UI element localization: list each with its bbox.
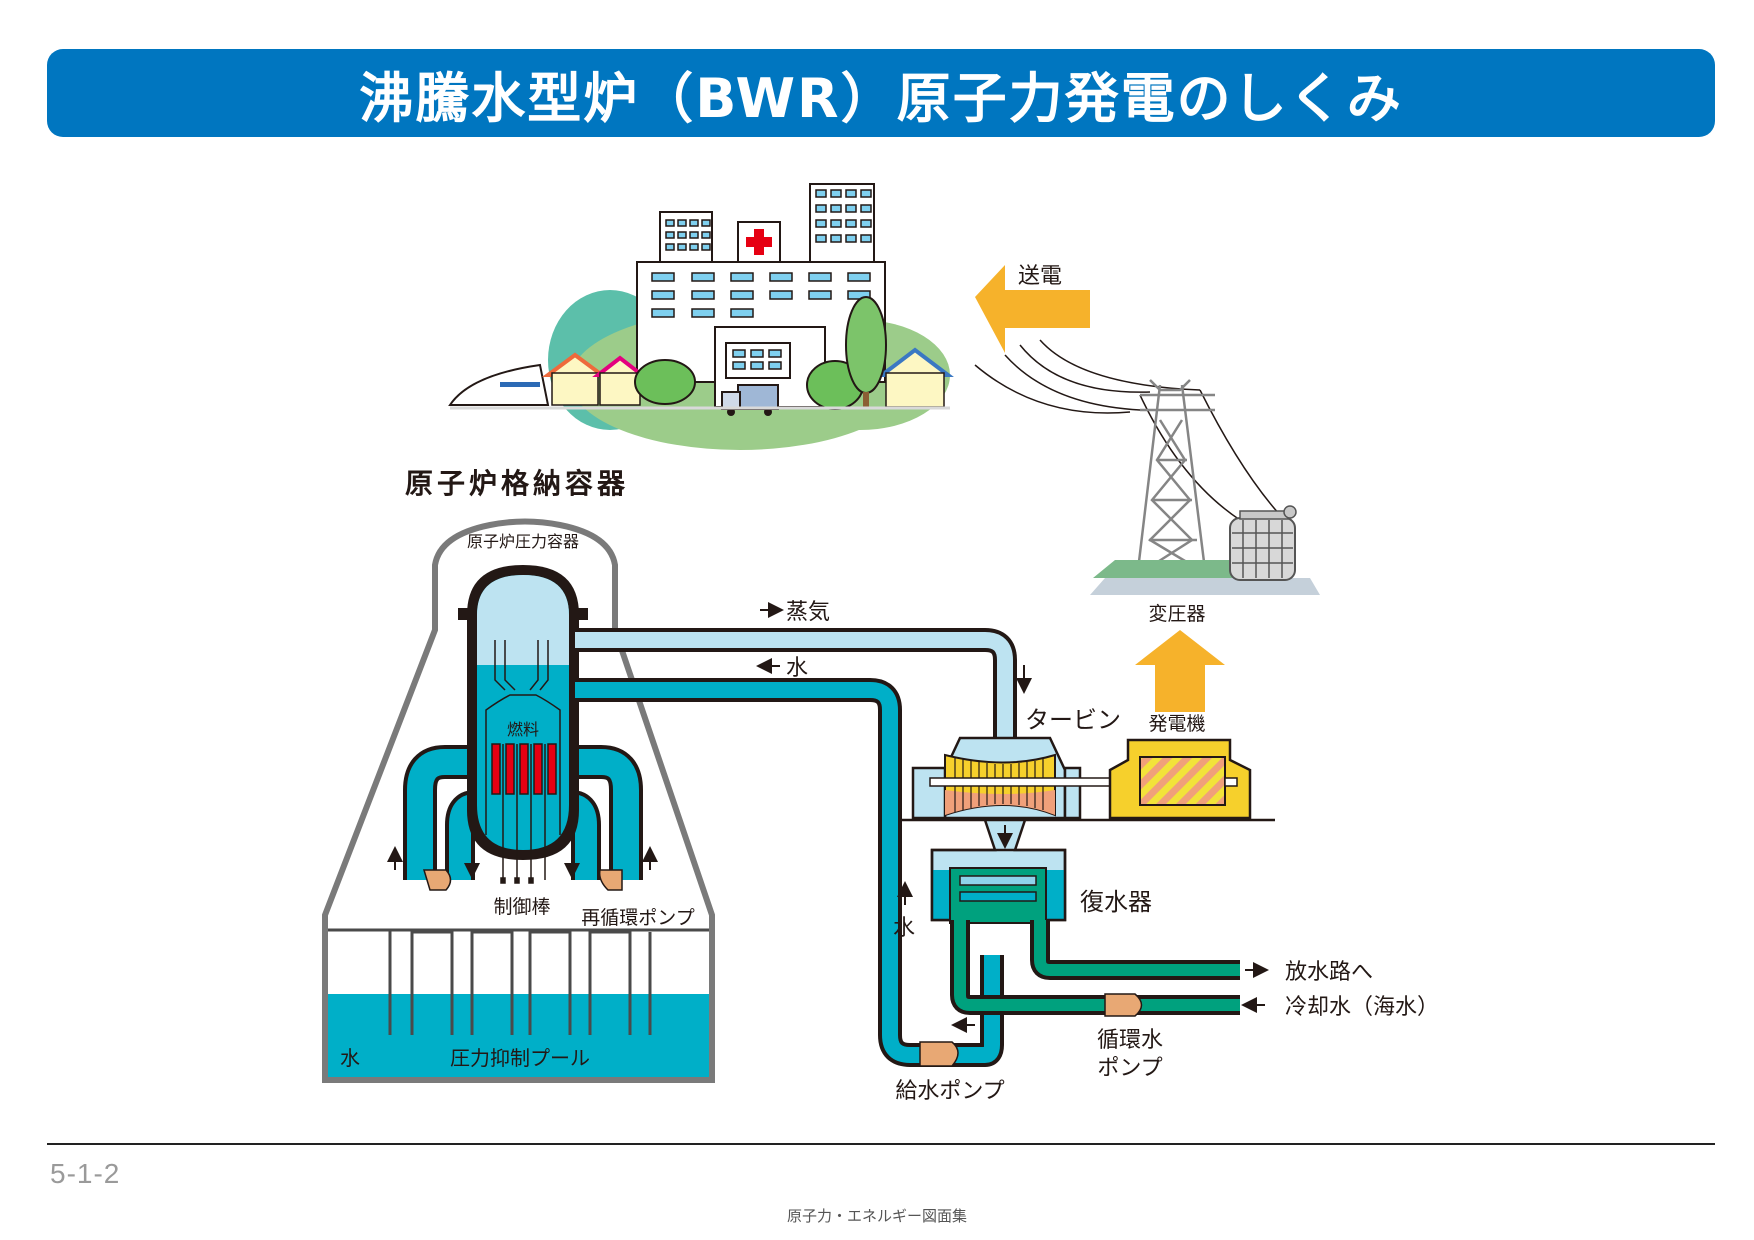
recirculation-pump-right — [598, 869, 623, 891]
water-return-label: 水 — [786, 656, 808, 681]
suppression-pool-label: 圧力抑制プール — [450, 1046, 590, 1070]
title-banner: 沸騰水型炉（BWR）原子力発電のしくみ — [47, 49, 1715, 137]
turbine-label: タービン — [1025, 706, 1121, 734]
transformer-icon — [1229, 505, 1297, 581]
condenser-label: 復水器 — [1080, 888, 1152, 916]
flow-arrows — [387, 846, 658, 879]
page-number: 5-1-2 — [50, 1158, 121, 1189]
city-scene — [448, 183, 954, 450]
circulating-pump-label-2: ポンプ — [1097, 1056, 1162, 1081]
pool-water-label: 水 — [340, 1046, 360, 1070]
transmission-label: 送電 — [1018, 264, 1062, 289]
circulating-pump — [1104, 993, 1143, 1017]
feedwater-pipe — [575, 678, 1004, 1067]
arrow-up-icon — [1135, 630, 1225, 712]
fuel-label: 燃料 — [507, 720, 539, 739]
power-lines — [974, 339, 1281, 521]
footer-caption: 原子力・エネルギー図面集 — [786, 1207, 967, 1225]
seawater-pipes — [950, 920, 1240, 1015]
transformer-label: 変圧器 — [1148, 603, 1205, 625]
pylon-icon — [1136, 379, 1215, 572]
feedwater-pump-label: 給水ポンプ — [895, 1079, 1004, 1104]
turbine — [900, 736, 1275, 822]
water-up-label: 水 — [893, 916, 915, 941]
reactor-pressure-vessel: 燃料 — [458, 565, 588, 884]
train-icon — [448, 363, 550, 406]
control-rods — [500, 744, 546, 884]
circulating-pump-label-1: 循環水 — [1097, 1028, 1163, 1053]
control-rods-label: 制御棒 — [493, 896, 550, 918]
footer-divider — [47, 1143, 1715, 1145]
hospital-icon — [636, 183, 886, 408]
containment-label: 原子炉格納容器 — [405, 467, 629, 500]
discharge-label: 放水路へ — [1285, 960, 1373, 985]
truck-icon — [721, 384, 779, 416]
page-title: 沸騰水型炉（BWR）原子力発電のしくみ — [359, 66, 1403, 130]
cooling-water-label: 冷却水（海水） — [1285, 995, 1439, 1020]
ground-green — [1093, 560, 1265, 578]
house-icon — [541, 347, 954, 408]
fuel-rods — [491, 743, 557, 795]
vent-pipes — [388, 930, 652, 1035]
generator — [1108, 738, 1252, 820]
recirculation-pump-label: 再循環ポンプ — [581, 907, 694, 929]
arrow-left-icon — [975, 265, 1090, 353]
condenser — [930, 818, 1067, 924]
steam-pipe — [575, 628, 1017, 745]
feedwater-pump — [919, 1041, 959, 1067]
tree-icon — [634, 296, 887, 410]
recirculation-pump-left — [422, 869, 452, 891]
ground-gray — [1090, 578, 1320, 595]
pressure-vessel-label: 原子炉圧力容器 — [467, 532, 579, 551]
generator-label: 発電機 — [1148, 713, 1205, 735]
transmission-arrow: 送電 — [975, 264, 1090, 353]
steam-label: 蒸気 — [786, 600, 830, 625]
